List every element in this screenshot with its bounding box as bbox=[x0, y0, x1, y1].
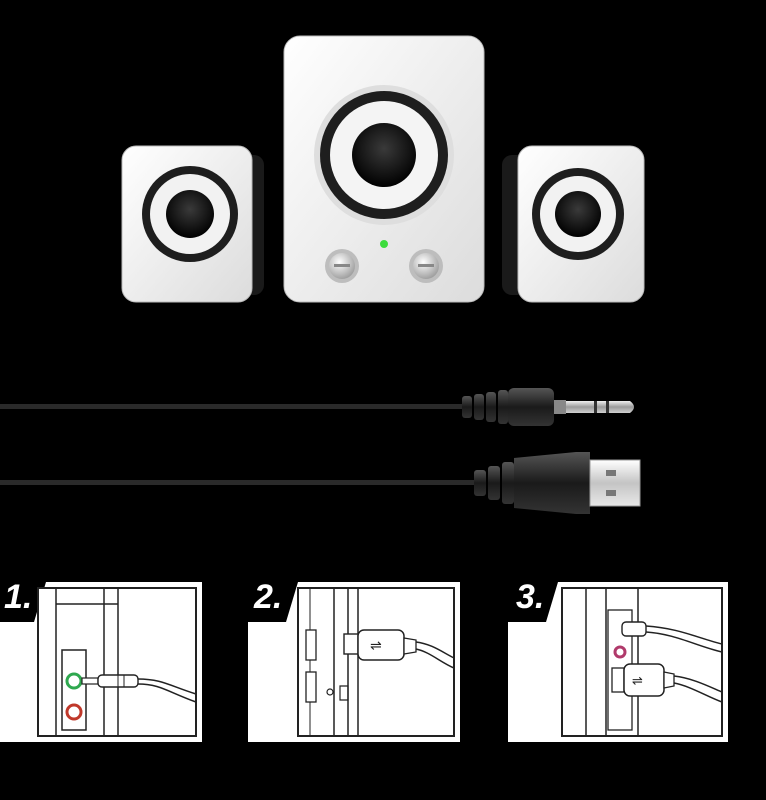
step-1-panel: 1. bbox=[0, 578, 202, 742]
usb-cable bbox=[0, 452, 641, 514]
step-3-panel: ⇌ 3. bbox=[508, 578, 728, 742]
step-1-illustration bbox=[0, 582, 202, 742]
usb-a-plug bbox=[589, 459, 641, 507]
left-satellite-speaker bbox=[121, 145, 264, 303]
audio-plug-drawing bbox=[81, 674, 197, 703]
bass-knob bbox=[409, 249, 443, 283]
step-2-panel: ⇌ 2. bbox=[248, 578, 460, 742]
right-satellite-speaker bbox=[502, 145, 645, 303]
power-led bbox=[380, 240, 388, 248]
speaker-set bbox=[0, 0, 766, 320]
step-2-number: 2. bbox=[254, 578, 283, 616]
usb-port-upper bbox=[305, 629, 317, 661]
cables-illustration bbox=[0, 388, 641, 514]
speaker-set-illustration bbox=[121, 35, 645, 303]
volume-knob bbox=[325, 249, 359, 283]
step-1-number: 1. bbox=[4, 578, 33, 616]
usb-symbol-icon: ⇌ bbox=[370, 638, 382, 654]
red-mic-port bbox=[65, 703, 83, 721]
step-2-illustration: ⇌ bbox=[248, 582, 460, 742]
cables bbox=[0, 370, 766, 520]
audio-cable bbox=[0, 388, 634, 426]
green-audio-port bbox=[65, 672, 83, 690]
step-3-illustration: ⇌ bbox=[508, 582, 728, 742]
audio-plug-drawing-step3 bbox=[621, 621, 723, 653]
step-3-number: 3. bbox=[516, 578, 545, 616]
audio-jack-plug bbox=[554, 400, 634, 414]
center-subwoofer bbox=[283, 35, 485, 303]
usb-plug-drawing: ⇌ bbox=[343, 629, 455, 669]
usb-symbol-icon: ⇌ bbox=[632, 674, 643, 689]
usb-port-lower bbox=[305, 671, 317, 703]
usb-plug-drawing-step3: ⇌ bbox=[611, 663, 723, 703]
pink-audio-port bbox=[613, 645, 627, 659]
